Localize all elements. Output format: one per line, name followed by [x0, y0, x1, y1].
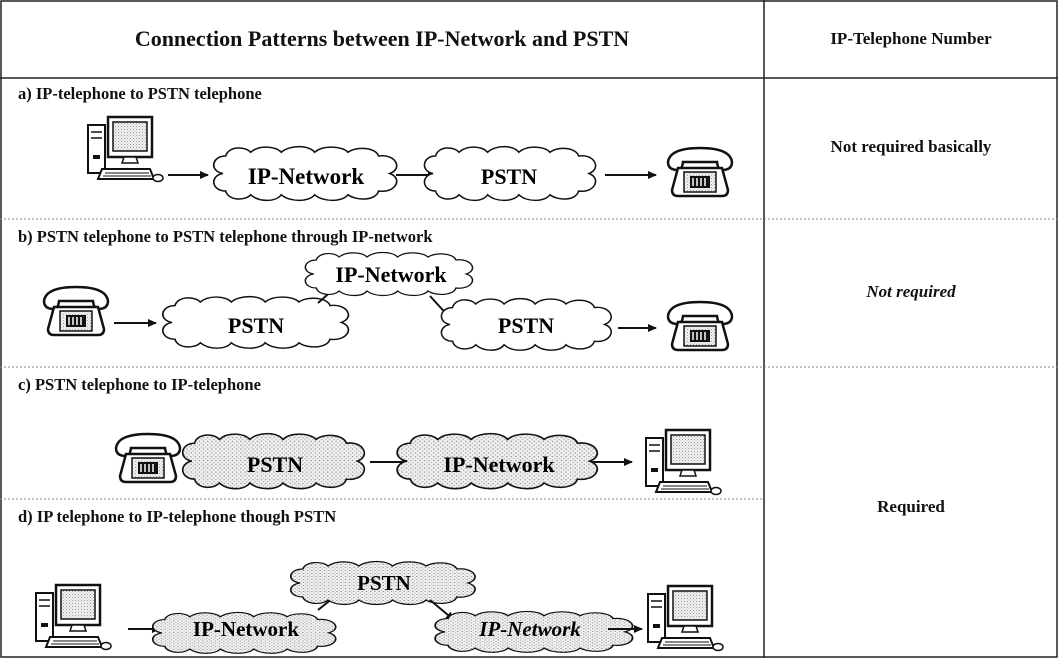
row-b-title: b) PSTN telephone to PSTN telephone thro…	[18, 227, 433, 246]
row-c-title: c) PSTN telephone to IP-telephone	[18, 375, 261, 394]
cloud-c2-label: IP-Network	[443, 452, 555, 477]
computer-icon	[646, 584, 725, 652]
cloud-d2-label: PSTN	[357, 571, 411, 595]
row-a-title: a) IP-telephone to PSTN telephone	[18, 84, 262, 103]
cloud-b2-label: IP-Network	[335, 262, 447, 287]
row-c-diagram: PSTN IP-Network	[114, 428, 723, 496]
cloud-b1-label: PSTN	[228, 313, 284, 338]
row-a-diagram: IP-Network PSTN	[86, 115, 734, 202]
requirement-b: Not required	[866, 282, 956, 301]
row-b-diagram: PSTN IP-Network PSTN	[42, 251, 734, 352]
telephone-icon	[666, 300, 734, 352]
telephone-icon	[666, 146, 734, 198]
requirement-a: Not required basically	[830, 137, 992, 156]
header-telephone-number: IP-Telephone Number	[830, 29, 992, 48]
computer-icon	[644, 428, 723, 496]
computer-icon	[86, 115, 165, 183]
cloud-a2-label: PSTN	[481, 164, 537, 189]
diagram-canvas: IP-Network PSTN PSTN IP-Network PSTN	[34, 115, 734, 655]
computer-icon	[34, 583, 113, 651]
cloud-b3-label: PSTN	[498, 313, 554, 338]
telephone-icon	[42, 285, 110, 337]
telephone-icon	[114, 432, 182, 484]
cloud-d1-label: IP-Network	[193, 617, 299, 641]
row-d-title: d) IP telephone to IP-telephone though P…	[18, 507, 337, 526]
cloud-a1-label: IP-Network	[248, 164, 364, 189]
header-patterns: Connection Patterns between IP-Network a…	[134, 26, 630, 51]
cloud-c1-label: PSTN	[247, 452, 303, 477]
cloud-d3-label: IP-Network	[478, 617, 581, 641]
requirement-cd: Required	[877, 497, 945, 516]
row-d-diagram: IP-Network PSTN IP-Network	[34, 560, 725, 655]
